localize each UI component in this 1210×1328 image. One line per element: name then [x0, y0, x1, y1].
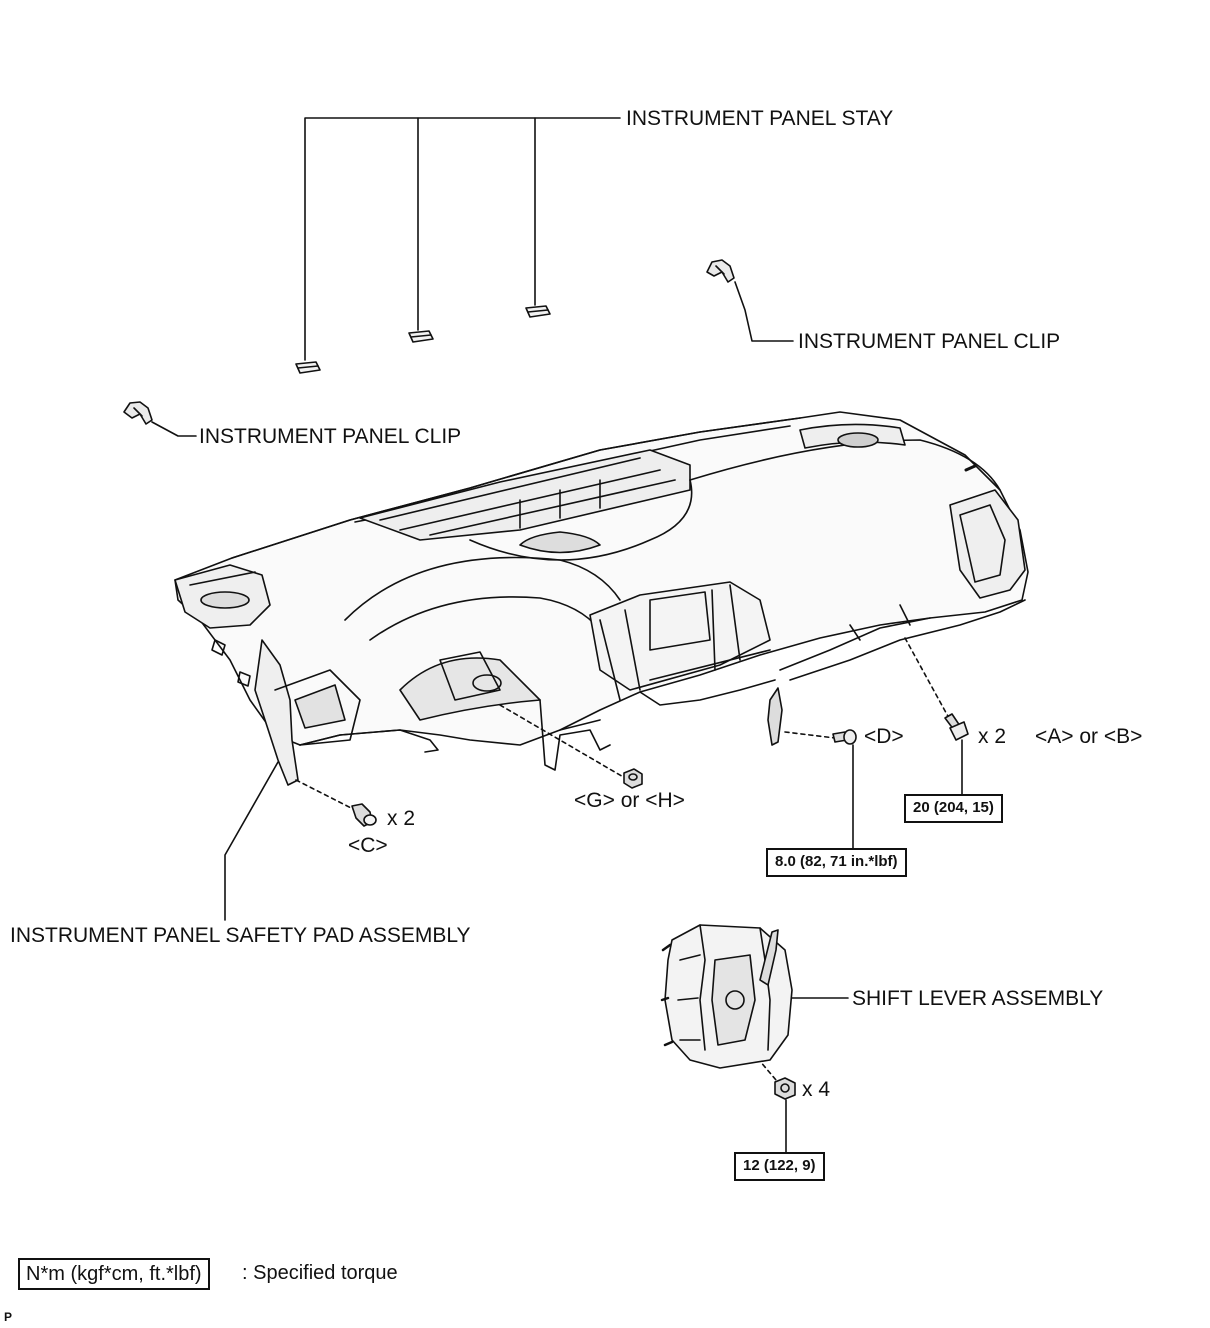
panel-stay-label: INSTRUMENT PANEL STAY: [626, 107, 894, 130]
torque-ab-box: 20 (204, 15): [904, 794, 1003, 823]
bolt-ab-label: <A> or <B>: [1035, 725, 1143, 748]
panel-stay-clip-icon: [408, 330, 434, 343]
panel-clip-left-label: INSTRUMENT PANEL CLIP: [199, 425, 462, 448]
corner-mark: P: [4, 1310, 13, 1324]
torque-shift-box: 12 (122, 9): [734, 1152, 825, 1181]
nut-gh-label: <G> or <H>: [574, 789, 685, 812]
shift-nut-icon: [774, 1077, 796, 1100]
panel-stay-clip-icon: [525, 305, 551, 318]
panel-clip-right-label: INSTRUMENT PANEL CLIP: [798, 330, 1061, 353]
torque-d-box: 8.0 (82, 71 in.*lbf): [766, 848, 907, 877]
panel-clip-left-icon: [123, 401, 153, 425]
instrument-panel-body: [174, 411, 1029, 786]
shift-nut-qty: x 4: [802, 1078, 831, 1101]
panel-stay-clip-icon: [295, 361, 321, 374]
legend-unit-box: N*m (kgf*cm, ft.*lbf): [18, 1258, 210, 1290]
panel-clip-right-icon: [706, 259, 735, 283]
bolt-d-icon: [832, 729, 857, 745]
panel-clip-right-leader: [734, 281, 794, 342]
safety-pad-leader: [224, 761, 279, 921]
shift-lever-icon: [660, 924, 793, 1069]
nut-gh-icon: [623, 768, 643, 789]
panel-stay-leaders: [304, 117, 621, 361]
bolt-c-icon: [351, 803, 377, 827]
shift-lever-label: SHIFT LEVER ASSEMBLY: [852, 987, 1104, 1010]
safety-pad-label: INSTRUMENT PANEL SAFETY PAD ASSEMBLY: [10, 924, 471, 947]
bolt-c-label: <C>: [348, 834, 388, 857]
legend-text: : Specified torque: [242, 1262, 398, 1284]
panel-clip-left-leader: [151, 421, 197, 437]
bolt-ab-qty: x 2: [978, 725, 1007, 748]
bolt-c-qty: x 2: [387, 807, 416, 830]
bolt-d-label: <D>: [864, 725, 904, 748]
bolt-ab-icon: [944, 713, 969, 741]
